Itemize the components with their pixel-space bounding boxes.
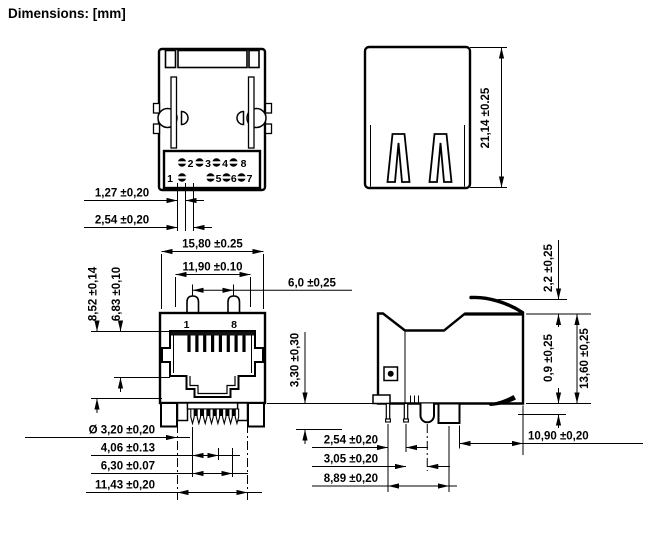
rear-view-leg-right [428, 133, 453, 183]
side-view-pin-1-tip [385, 418, 391, 423]
dim-standoff-height: 3,30 ±0,30 [290, 333, 302, 387]
side-view-comb-ticks [410, 395, 419, 404]
side-view-foot [372, 394, 391, 405]
top-view-side-lug [152, 123, 161, 135]
dim-pin-offset: 4,06 ±0.13 [101, 443, 155, 455]
top-view-side-lug [152, 102, 161, 114]
dim-body-width: 15,80 ±0.25 [182, 239, 243, 251]
front-bottom-dimensions: Ø 3,20 ±0,20 4,06 ±0.13 6,30 ±0.07 11,43… [25, 407, 262, 500]
top-view-pin-field-outline [162, 149, 262, 190]
front-pin-8-label: 8 [231, 319, 237, 331]
dim-post-pitch: 8,89 ±0,20 [324, 473, 378, 485]
side-view-round-post [419, 403, 435, 424]
top-view-pins: 2 3 4 8 1 5 6 7 [167, 158, 253, 185]
dim-post-spacing: 6,0 ±0,25 [288, 277, 336, 289]
top-view-corner-tab-right [248, 49, 260, 69]
top-view-corner-tab-left [164, 49, 177, 69]
dim-post-diameter: Ø 3,20 ±0,20 [89, 425, 155, 437]
dim-pin-span: 6,30 ±0.07 [101, 461, 155, 473]
dim-latch-protrusion: 2,2 ±0,25 [543, 243, 555, 291]
top-view-side-lug [264, 123, 273, 135]
top-view-half-disc-left [180, 110, 189, 126]
side-view-dimensions-right: 2,2 ±0,25 0,9 ±0,25 13,60 ±0,25 [498, 240, 591, 428]
page-title: Dimensions: [mm] [8, 6, 126, 21]
rear-view-leg-left [386, 133, 411, 183]
rear-view-dimensions: 21,14 ±0.25 [470, 47, 507, 188]
pin-number: 4 [222, 158, 228, 170]
dim-body-height: 13,60 ±0,25 [579, 328, 591, 389]
front-pin-band [186, 402, 239, 410]
dim-pin-row-pitch: 1,27 ±0,20 [95, 188, 149, 200]
side-view-datum-dot [387, 370, 394, 377]
side-view-body-outline [376, 312, 525, 405]
side-view-pin-2-tip [403, 418, 409, 423]
front-pin-1-label: 1 [184, 319, 190, 331]
side-view [372, 295, 525, 424]
side-view-square-post [437, 402, 461, 424]
rear-view [363, 45, 472, 190]
front-view: 1 8 [158, 295, 267, 428]
front-view-post-left [186, 295, 200, 313]
front-shroud-tab-left [176, 402, 189, 422]
pin-number: 3 [205, 158, 211, 170]
front-mount-flange-left [160, 402, 178, 428]
top-view-side-lug [264, 102, 273, 114]
front-solder-pins [190, 408, 240, 426]
standoff-dimension: 3,30 ±0,30 [267, 332, 377, 444]
dim-rear-height: 21,14 ±0.25 [480, 87, 492, 148]
top-view-rear-slot [177, 49, 248, 69]
rear-view-body-outline [363, 45, 472, 190]
side-view-dimensions-bottom: 2,54 ±0,20 3,05 ±0,20 8,89 ±0,20 10,90 ±… [312, 405, 643, 492]
front-mount-flange-right [247, 402, 265, 428]
rj45-opening-inner-line [189, 376, 236, 395]
top-view: 2 3 4 8 1 5 6 7 [152, 47, 273, 192]
front-view-body-outline [158, 311, 267, 405]
side-view-pin-1 [385, 402, 391, 420]
side-view-latch [469, 295, 525, 315]
pin-number: 1 [167, 173, 173, 185]
contact-blades [187, 335, 246, 352]
side-view-pin-2 [403, 402, 409, 420]
dim-depth: 10,90 ±0,20 [528, 431, 589, 443]
dim-pin-pair-pitch: 2,54 ±0,20 [95, 215, 149, 227]
top-view-shield-rail-right [247, 76, 255, 149]
dim-height-outer: 8,52 ±0,14 [88, 266, 100, 321]
top-view-dimensions: 1,27 ±0,20 2,54 ±0,20 [84, 183, 212, 231]
front-view-dimensions-left: 8,52 ±0,14 6,83 ±0,10 [88, 266, 170, 413]
pin-number: 7 [247, 173, 253, 185]
top-view-half-disc-right [236, 110, 245, 126]
dim-post-offset: 3,05 ±0,20 [324, 454, 378, 466]
dim-shield-tab: 0,9 ±0,25 [543, 333, 555, 381]
dim-side-pin-pitch: 2,54 ±0,20 [324, 435, 378, 447]
pin-number: 5 [216, 173, 222, 185]
pin-number: 8 [241, 158, 247, 170]
dim-post-span: 11,43 ±0,20 [95, 480, 155, 492]
pin-number: 2 [188, 158, 194, 170]
dim-shield-width: 11,90 ±0.10 [182, 262, 242, 274]
pin-number: 6 [231, 173, 237, 185]
rj45-opening-outline [161, 330, 264, 398]
dim-height-inner: 6,83 ±0,10 [111, 267, 123, 321]
side-view-bottom-hook [488, 395, 516, 406]
front-view-post-right [227, 295, 241, 313]
front-view-dimensions-top: 15,80 ±0.25 11,90 ±0.10 6,0 ±0,25 [161, 239, 352, 309]
top-view-shield-rail-left [170, 76, 178, 149]
pin-symbol [177, 158, 246, 182]
contact-top-bar [171, 331, 254, 336]
